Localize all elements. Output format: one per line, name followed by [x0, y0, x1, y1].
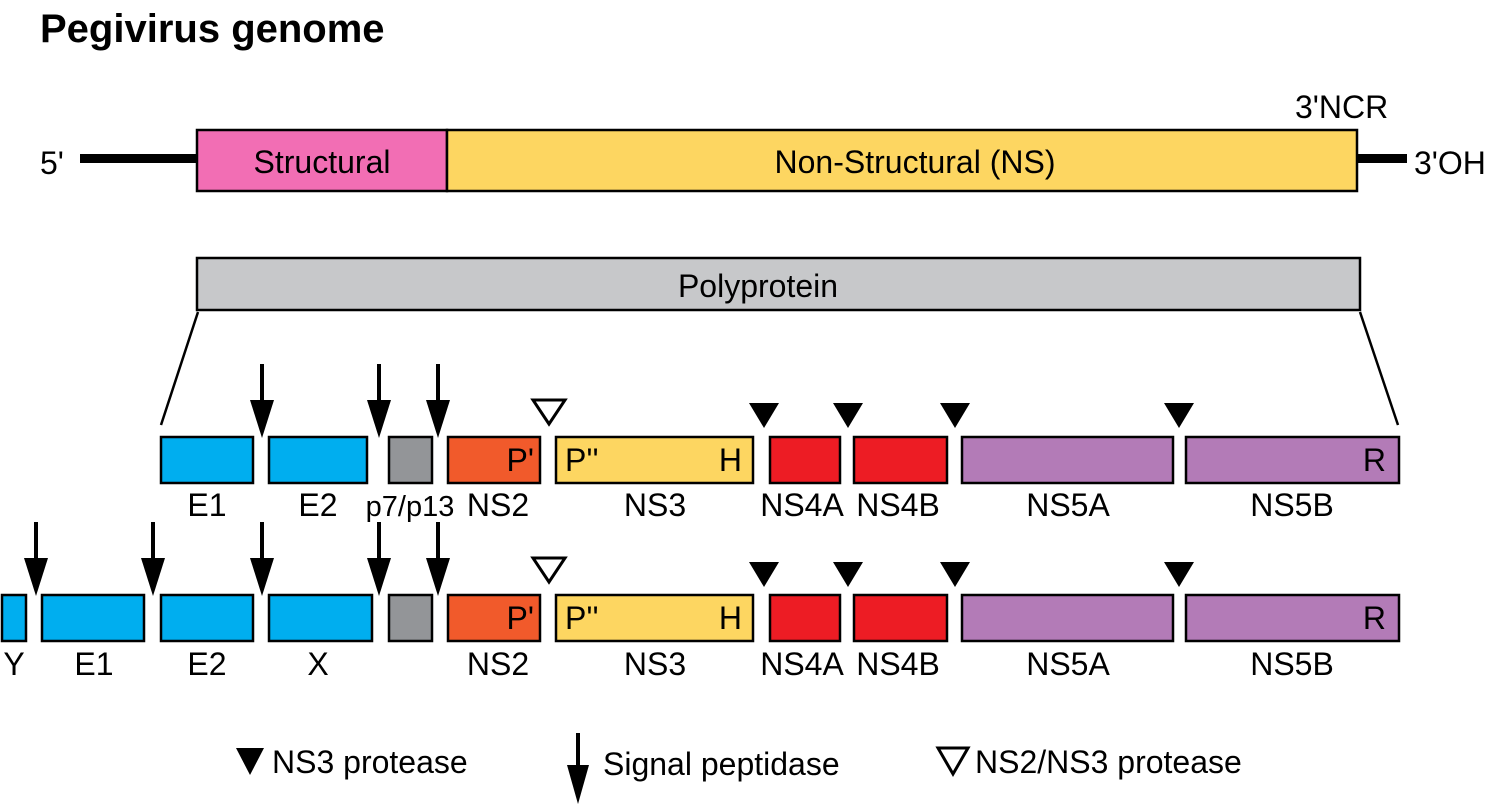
row2-ns3-box [554, 593, 755, 643]
row1-ns2-p-label: P' [507, 442, 534, 478]
row1-ns5a-label: NS5A [1026, 487, 1110, 523]
row1-ns2-label: NS2 [467, 487, 529, 523]
polyprotein-label: Polyprotein [678, 268, 838, 304]
nonstructural-label: Non-Structural (NS) [775, 144, 1056, 180]
row1-p7-box [387, 435, 434, 485]
row2-ns2-label: NS2 [467, 646, 529, 682]
row2-ns4a-label: NS4A [760, 646, 844, 682]
row2-ns2-p-label: P' [507, 600, 534, 636]
three-prime-line [1357, 154, 1407, 163]
row1-ns3-p-label: P'' [565, 442, 599, 478]
row1-ns4b-box [852, 435, 949, 485]
row1-ns4a-box [768, 435, 842, 485]
row2-ns4a-box [768, 593, 842, 643]
row1-ns2-ns3-protease-marker [530, 398, 568, 427]
row2-ns5b-r-label: R [1363, 600, 1386, 636]
row2-signal-peptidase-arrow [426, 522, 450, 596]
row2-p7-box [387, 593, 434, 643]
row-2: P' P'' H R Y E1 E2 X NS2 NS3 NS4A NS4B N… [0, 522, 1401, 682]
row1-ns3-protease-marker [1164, 403, 1194, 428]
row2-ns5a-label: NS5A [1026, 646, 1110, 682]
row2-ns5b-label: NS5B [1250, 646, 1334, 682]
row2-e2-box [159, 593, 255, 643]
three-prime-oh-label: 3'OH [1414, 145, 1486, 181]
row2-signal-peptidase-arrow [24, 522, 48, 596]
row1-ns3-protease-marker [940, 403, 970, 428]
five-prime-label: 5' [40, 145, 64, 181]
row2-signal-peptidase-arrow [250, 522, 274, 596]
structural-region [195, 128, 449, 193]
legend-ns2-ns3-protease-icon [935, 746, 971, 778]
legend: NS3 protease Signal peptidase NS2/NS3 pr… [236, 733, 1242, 804]
zoom-line-right [1358, 311, 1400, 426]
row2-ns4b-box [852, 593, 949, 643]
row1-ns3-label: NS3 [624, 487, 686, 523]
row1-ns4a-label: NS4A [760, 487, 844, 523]
row1-ns3-protease-marker [749, 403, 779, 428]
row2-signal-peptidase-arrow [141, 522, 165, 596]
row2-ns3-protease-marker [833, 562, 863, 587]
zoom-line-left [159, 311, 200, 426]
row1-e1-box [159, 435, 255, 485]
five-prime-line [80, 154, 197, 163]
row1-signal-peptidase-arrow [367, 364, 391, 438]
page-title: Pegivirus genome [40, 7, 385, 51]
row1-ns4b-label: NS4B [856, 487, 940, 523]
row2-e2-label: E2 [187, 646, 226, 682]
row2-y-label: Y [3, 646, 24, 682]
genome: 5' 3'OH 3'NCR Structural Non-Structural … [40, 89, 1486, 193]
structural-label: Structural [254, 144, 391, 180]
row2-ns2-ns3-protease-marker [530, 556, 568, 585]
three-prime-ncr-label: 3'NCR [1295, 89, 1388, 125]
polyprotein-bar [195, 256, 1362, 312]
row1-ns5b-r-label: R [1363, 442, 1386, 478]
row2-x-label: X [307, 646, 328, 682]
row1-e2-label: E2 [298, 487, 337, 523]
row2-ns3-protease-marker [1164, 562, 1194, 587]
row1-ns5a-box [960, 435, 1175, 485]
row2-ns3-label: NS3 [624, 646, 686, 682]
row2-ns3-p-label: P'' [565, 600, 599, 636]
row2-ns3-protease-marker [940, 562, 970, 587]
row1-e1-label: E1 [187, 487, 226, 523]
legend-ns3-protease-label: NS3 protease [272, 744, 468, 780]
row2-ns3-protease-marker [749, 562, 779, 587]
row2-y-box [0, 593, 28, 643]
row2-ns3-h-label: H [719, 600, 742, 636]
row1-signal-peptidase-arrow [250, 364, 274, 438]
legend-signal-peptidase-icon [567, 733, 589, 804]
legend-ns3-protease-icon [236, 748, 264, 775]
nonstructural-region [445, 128, 1359, 193]
row2-ns5a-box [960, 593, 1175, 643]
legend-signal-peptidase-label: Signal peptidase [603, 746, 840, 782]
row2-ns2-box [446, 593, 542, 643]
row1-ns3-h-label: H [719, 442, 742, 478]
row1-ns3-protease-marker [833, 403, 863, 428]
row2-signal-peptidase-arrow [367, 522, 391, 596]
row2-ns4b-label: NS4B [856, 646, 940, 682]
row1-signal-peptidase-arrow [426, 364, 450, 438]
row1-ns5b-label: NS5B [1250, 487, 1334, 523]
row1-ns5b-box [1184, 435, 1401, 485]
polyprotein: Polyprotein [159, 256, 1400, 426]
row2-e1-box [40, 593, 146, 643]
row2-x-box [267, 593, 374, 643]
row2-e1-label: E1 [74, 646, 113, 682]
row1-ns3-box [554, 435, 755, 485]
legend-ns2-ns3-protease-label: NS2/NS3 protease [975, 744, 1242, 780]
row1-ns2-box [446, 435, 542, 485]
row1-e2-box [267, 435, 369, 485]
row1-p7-label: p7/p13 [366, 491, 455, 523]
row2-ns5b-box [1184, 593, 1401, 643]
row-1: P' P'' H R E1 E2 p7/p13 NS2 NS3 NS4A NS4… [159, 364, 1401, 523]
